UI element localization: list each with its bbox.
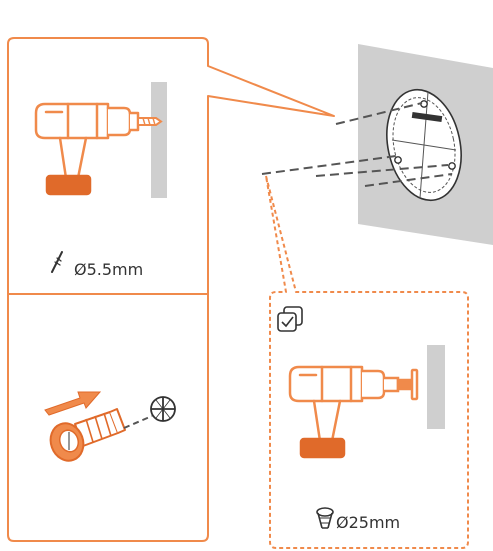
mounting-plate-icon [386, 88, 462, 202]
wall-anchor-icon [49, 408, 126, 462]
hole-saw-icon [316, 507, 334, 529]
wall-icon [427, 345, 445, 429]
sticker-label-icon [411, 111, 443, 123]
drill-bit-size-label: Ø5.5mm [74, 260, 144, 279]
guide-lines [261, 102, 453, 187]
hole-saw-icon [384, 368, 419, 401]
hole-size-label: Ø25mm [336, 513, 401, 532]
electric-drill-icon [34, 102, 140, 196]
drill-bit-icon [137, 117, 163, 126]
screw-head-icon [150, 396, 176, 422]
alignment-line [123, 415, 153, 429]
optional-checkbox-icon [277, 306, 303, 332]
left-step-panel [7, 37, 335, 542]
wall-icon [151, 82, 167, 198]
arrow-icon [44, 391, 102, 416]
electric-drill-icon [288, 365, 386, 459]
drill-bit-icon [51, 251, 63, 273]
